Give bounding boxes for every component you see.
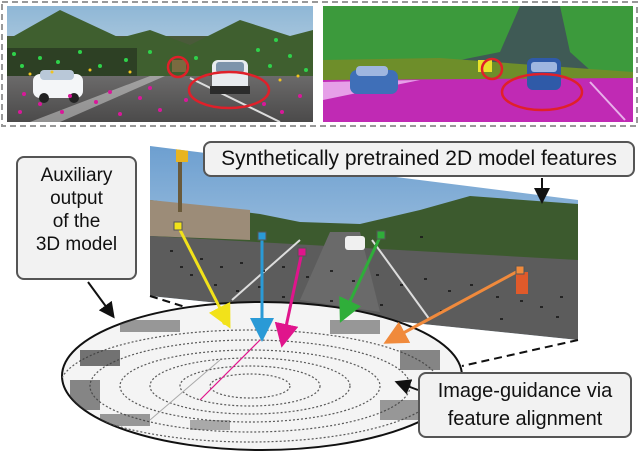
caption-line: of the bbox=[52, 211, 101, 232]
dashed-frame bbox=[1, 1, 638, 127]
highlight-ellipse bbox=[480, 57, 504, 81]
pretrained-features-caption: Synthetically pretrained 2D model featur… bbox=[203, 141, 635, 177]
projection-line bbox=[461, 339, 579, 367]
callout-pointer bbox=[394, 379, 419, 395]
caption-line: output bbox=[50, 188, 103, 209]
highlight-ellipse bbox=[166, 55, 190, 79]
semantic-segmentation-map bbox=[323, 6, 633, 122]
correspondence-arrow-orange bbox=[383, 268, 521, 344]
caption-line: feature alignment bbox=[447, 408, 603, 430]
lidar-point-cloud bbox=[61, 301, 463, 451]
correspondence-arrow-magenta bbox=[274, 251, 304, 348]
correspondence-arrows bbox=[176, 225, 521, 348]
caption-line: 3D model bbox=[35, 234, 118, 255]
highlight-ellipse bbox=[500, 72, 584, 112]
correspondence-arrow-yellow bbox=[176, 225, 231, 329]
image-guidance-caption: Image-guidance via feature alignment bbox=[418, 372, 632, 438]
caption-line: Image-guidance via bbox=[437, 380, 613, 402]
camera-photo bbox=[7, 6, 313, 122]
caption-line: Auxiliary bbox=[40, 165, 113, 186]
caption-text: Synthetically pretrained 2D model featur… bbox=[221, 147, 617, 170]
correspondence-arrow-green bbox=[339, 234, 383, 323]
highlight-ellipse bbox=[187, 70, 271, 110]
auxiliary-output-caption: Auxiliary output of the 3D model bbox=[16, 156, 137, 280]
callout-pointer bbox=[87, 281, 115, 319]
